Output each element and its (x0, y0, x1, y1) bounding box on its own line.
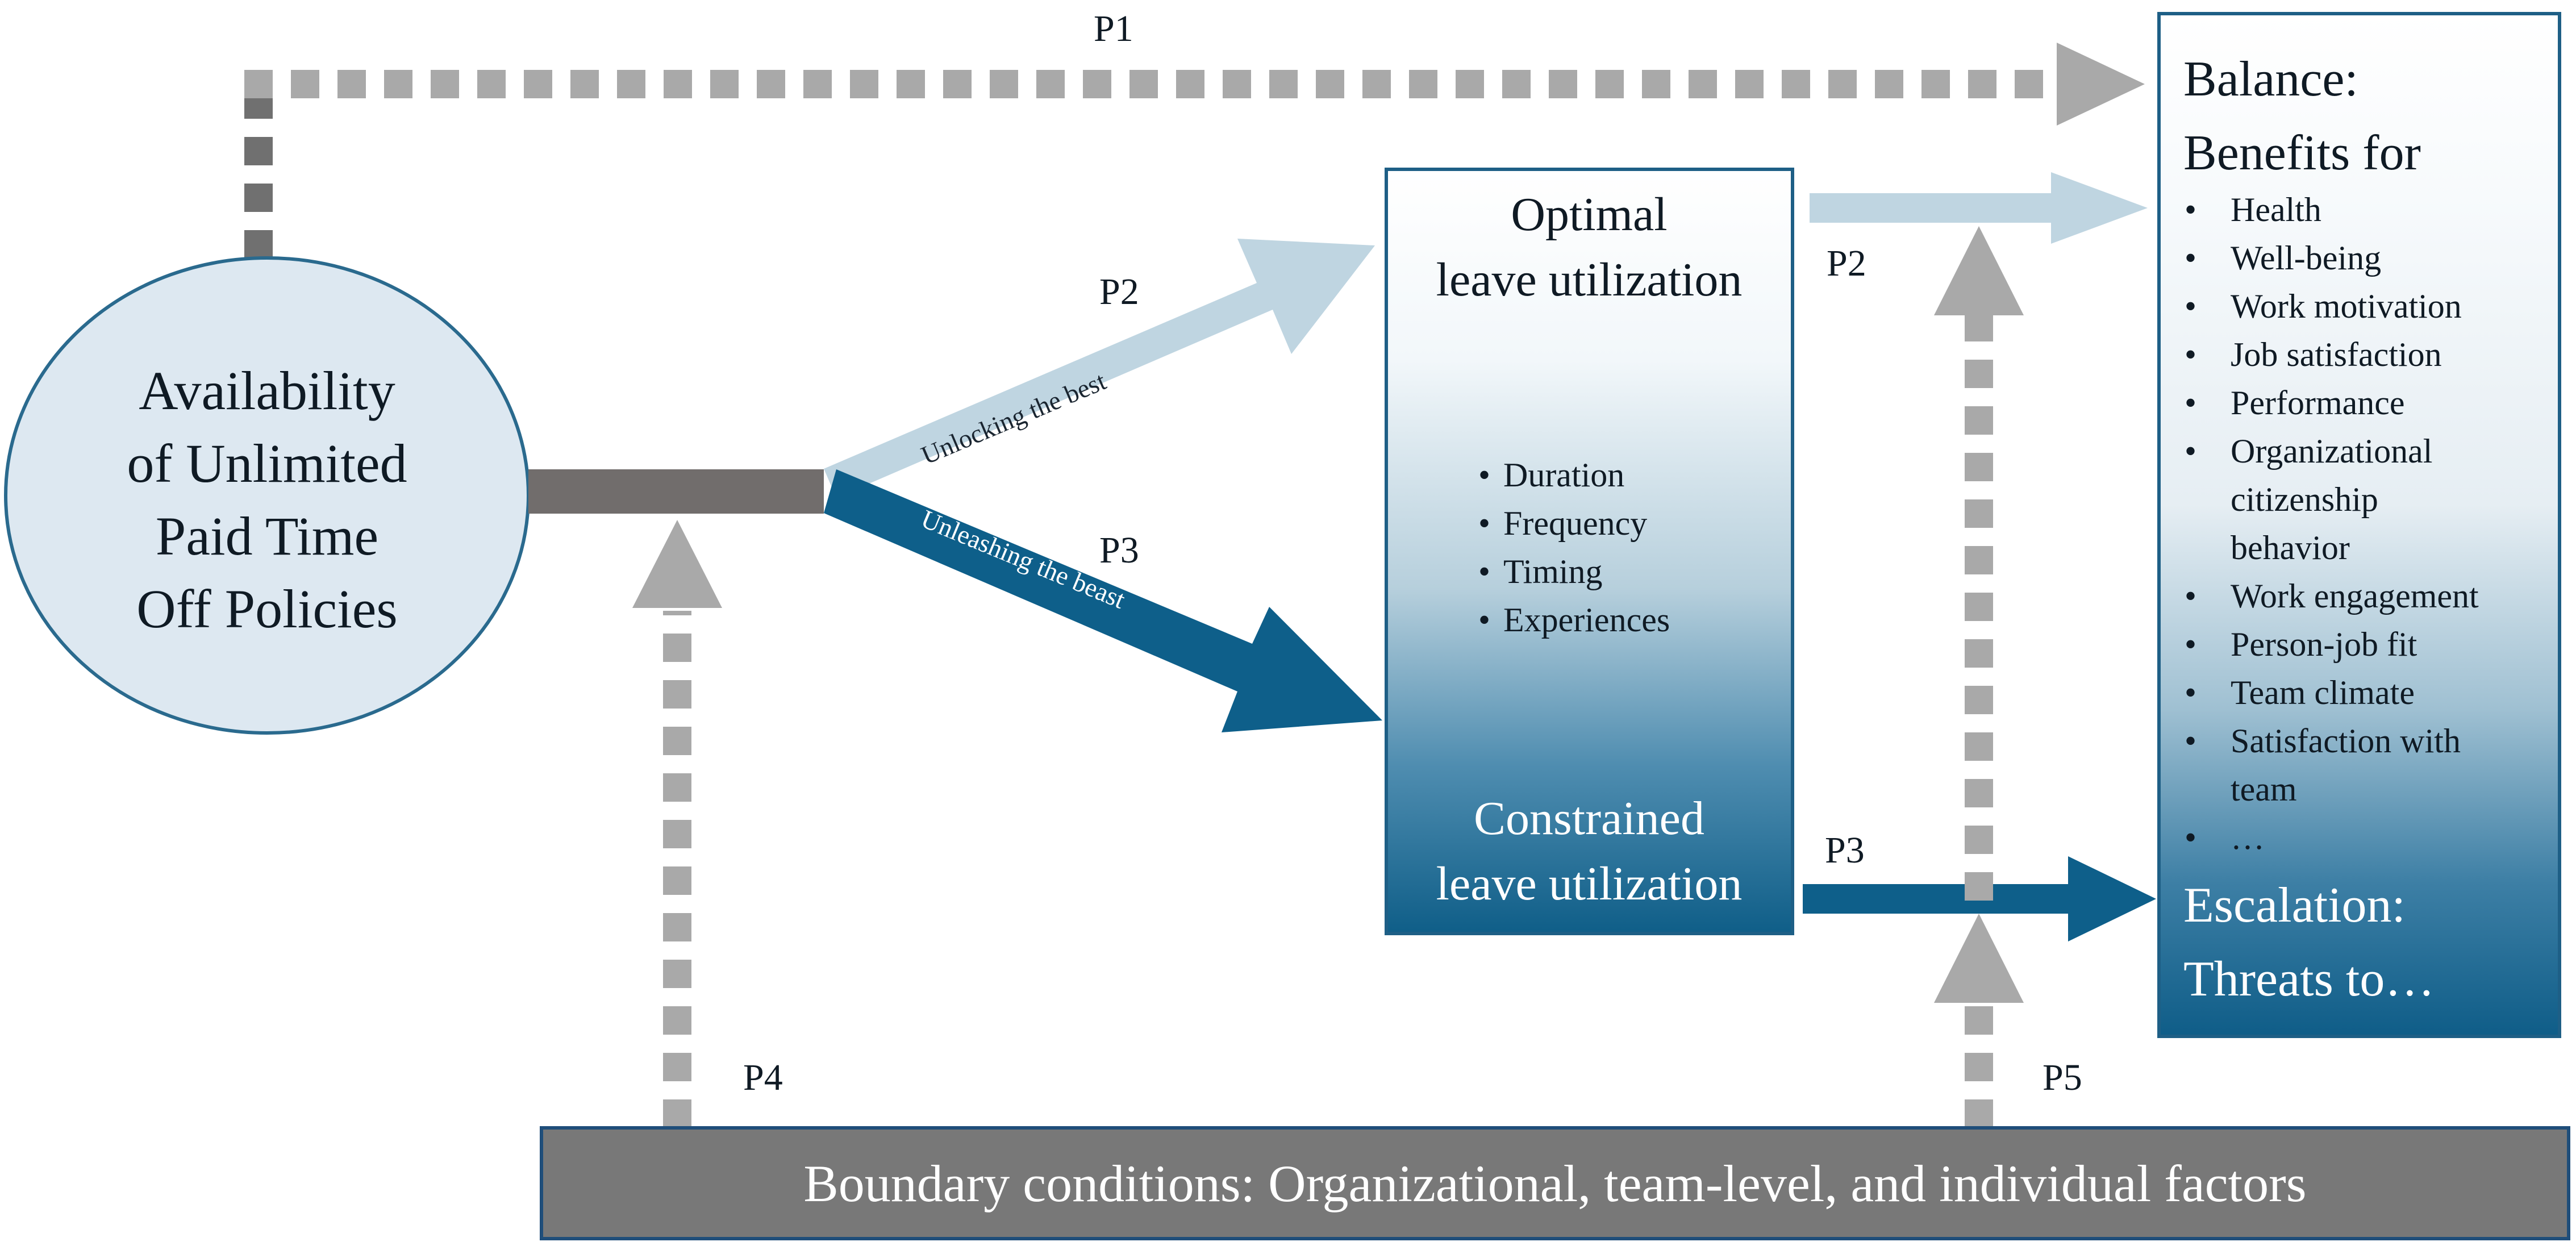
p1-arrow (244, 43, 2145, 259)
p4-arrow (632, 520, 722, 1128)
outcome-bullet: • (2185, 288, 2196, 325)
outcome-ocb-line-1: Organizational (2231, 432, 2432, 470)
outcome-bullet: • (2185, 336, 2196, 373)
p5-arrow (1934, 226, 2024, 1128)
policy-line-3: Paid Time (156, 506, 378, 566)
outcome-ellipsis: … (2231, 819, 2265, 856)
outcome-bullet: • (2185, 626, 2196, 663)
balance-line-1: Balance: (2183, 52, 2358, 107)
p3-label: P3 (1099, 530, 1139, 571)
dimension-timing: Timing (1503, 553, 1603, 590)
outcome-work-engagement: Work engagement (2231, 577, 2479, 615)
escalation-line-2: Threats to… (2183, 952, 2435, 1007)
outcome-bullet: • (2185, 432, 2196, 470)
policy-line-2: of Unlimited (127, 433, 407, 494)
outcome-well-being: Well-being (2231, 239, 2381, 277)
optimal-line-1: Optimal (1511, 188, 1667, 241)
p3-outcome-arrow (1803, 856, 2156, 941)
outcome-bullet: • (2185, 191, 2196, 228)
boundary-conditions-bar: Boundary conditions: Organizational, tea… (540, 1126, 2570, 1240)
unleashing-path-arrow: Unleashing the beast (824, 469, 1382, 732)
outcome-bullet: • (2185, 577, 2196, 615)
outcome-bullet: • (2185, 384, 2196, 422)
outcome-team-satisfaction-line-1: Satisfaction with (2231, 722, 2461, 760)
policy-line-4: Off Policies (136, 578, 398, 639)
p2-outcome-arrow (1810, 172, 2148, 244)
escalation-line-1: Escalation: (2183, 878, 2406, 933)
boundary-label: Boundary conditions: Organizational, tea… (803, 1155, 2306, 1212)
policy-node: Availability of Unlimited Paid Time Off … (4, 256, 530, 735)
p3-outcome-label: P3 (1825, 830, 1865, 871)
outcome-work-motivation: Work motivation (2231, 288, 2462, 325)
outcome-team-satisfaction-line-2: team (2231, 770, 2297, 808)
p2-label: P2 (1099, 271, 1139, 312)
policy-stem (528, 469, 824, 514)
outcome-job-satisfaction: Job satisfaction (2231, 336, 2442, 373)
outcome-bullet: • (2185, 674, 2196, 711)
p1-label: P1 (1094, 8, 1133, 49)
constrained-line-2: leave utilization (1436, 857, 1743, 910)
optimal-line-2: leave utilization (1436, 253, 1743, 306)
outcomes-box: Balance: Benefits for • Health • Well-be… (2157, 12, 2561, 1038)
outcome-ocb-line-2: citizenship (2231, 481, 2378, 518)
dimension-frequency: Frequency (1503, 505, 1647, 542)
outcome-bullet: • (2185, 239, 2196, 277)
policy-line-1: Availability (139, 360, 395, 421)
dimension-experiences: Experiences (1503, 601, 1670, 639)
outcome-health: Health (2231, 191, 2321, 228)
p4-label: P4 (743, 1057, 783, 1098)
p5-label: P5 (2043, 1057, 2082, 1098)
outcome-person-job-fit: Person-job fit (2231, 626, 2417, 663)
dimension-bullet: • (1478, 553, 1490, 590)
leave-utilization-box: Optimal leave utilization • Duration • F… (1385, 168, 1794, 935)
constrained-line-1: Constrained (1474, 792, 1704, 845)
outcome-ocb-line-3: behavior (2231, 529, 2350, 566)
dimension-duration: Duration (1503, 456, 1624, 494)
outcome-performance: Performance (2231, 384, 2405, 422)
p2-outcome-label: P2 (1827, 243, 1866, 284)
outcome-bullet: • (2185, 722, 2196, 760)
dimension-bullet: • (1478, 456, 1490, 494)
dimension-bullet: • (1478, 505, 1490, 542)
outcome-bullet: • (2185, 819, 2196, 856)
balance-line-2: Benefits for (2183, 126, 2421, 181)
dimension-bullet: • (1478, 601, 1490, 639)
outcome-team-climate: Team climate (2231, 674, 2415, 711)
